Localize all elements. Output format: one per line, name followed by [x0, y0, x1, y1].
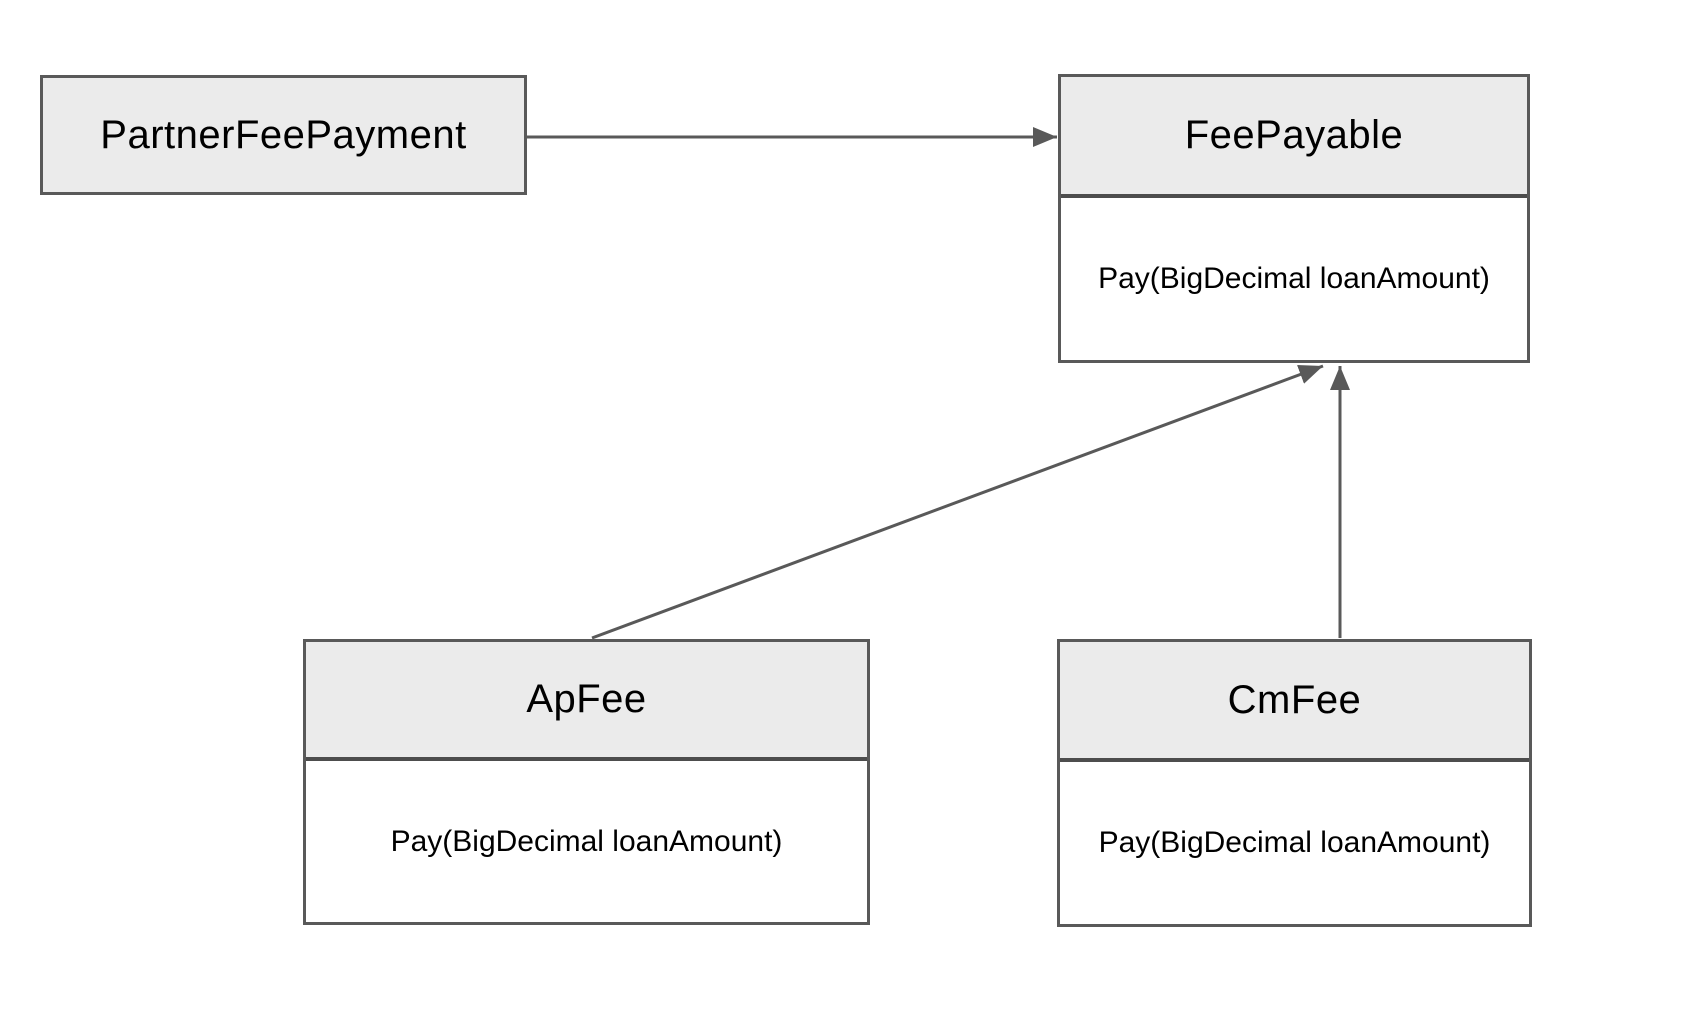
class-body-cm-fee: Pay(BigDecimal loanAmount) — [1060, 762, 1529, 924]
class-box-fee-payable: FeePayable Pay(BigDecimal loanAmount) — [1058, 74, 1530, 363]
class-method-ap-fee: Pay(BigDecimal loanAmount) — [390, 824, 783, 858]
class-title-cm-fee: CmFee — [1060, 642, 1529, 762]
class-title-fee-payable: FeePayable — [1061, 77, 1527, 198]
class-box-cm-fee: CmFee Pay(BigDecimal loanAmount) — [1057, 639, 1532, 927]
class-box-ap-fee: ApFee Pay(BigDecimal loanAmount) — [303, 639, 870, 925]
class-method-cm-fee: Pay(BigDecimal loanAmount) — [1098, 826, 1491, 859]
class-method-fee-payable: Pay(BigDecimal loanAmount) — [1098, 262, 1490, 295]
class-body-fee-payable: Pay(BigDecimal loanAmount) — [1061, 198, 1527, 360]
class-title-ap-fee: ApFee — [306, 642, 867, 761]
class-box-partner-fee-payment: PartnerFeePayment — [40, 75, 527, 195]
class-title-partner-fee-payment: PartnerFeePayment — [43, 78, 524, 192]
class-body-ap-fee: Pay(BigDecimal loanAmount) — [306, 761, 867, 922]
edge-apfee-to-feepayable — [591, 364, 1324, 640]
